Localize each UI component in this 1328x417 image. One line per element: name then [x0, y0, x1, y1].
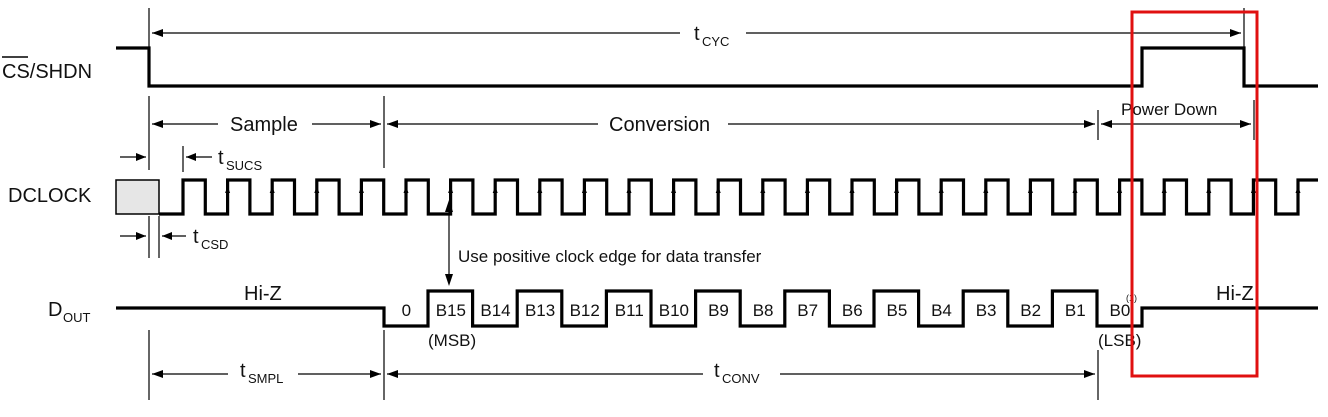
tsmpl-tconv-dimension: t SMPL t CONV — [148, 330, 1099, 400]
dout-bit-label: B6 — [842, 301, 863, 320]
rising-edge-arrow — [715, 186, 721, 193]
annotation-text: Use positive clock edge for data transfe… — [458, 247, 762, 266]
dout-bit-label: B3 — [976, 301, 997, 320]
rising-edge-arrow — [849, 186, 855, 193]
msb-note: (MSB) — [428, 331, 476, 350]
rising-edge-arrow — [938, 186, 944, 193]
tconv-label-sub: CONV — [722, 371, 760, 386]
powerdown-label: Power Down — [1121, 100, 1217, 119]
tconv-arrow-left — [387, 370, 398, 378]
rising-edge-arrow — [403, 186, 409, 193]
cs-shdn-text: CS/SHDN — [2, 61, 92, 83]
powerdown-arrow-right — [1240, 120, 1251, 128]
rising-edge-arrow — [1117, 186, 1123, 193]
tcsd-label-main: t — [193, 226, 199, 248]
rising-edge-arrow — [358, 186, 364, 193]
dout-bit-label: B2 — [1020, 301, 1041, 320]
dout-waveform — [116, 289, 1318, 328]
tcyc-label-sub: CYC — [702, 34, 729, 49]
dout-bit-label: B12 — [570, 301, 600, 320]
dout-bit-label: B13 — [525, 301, 555, 320]
rising-edge-arrow — [894, 186, 900, 193]
tsucs-label-main: t — [218, 147, 224, 169]
annotation-arrow-down — [445, 274, 453, 286]
sample-label: Sample — [230, 114, 298, 136]
tcyc-arrow-left — [152, 29, 163, 37]
tsmpl-arrow-right — [370, 370, 381, 378]
phase-arrows: Sample Conversion Power Down — [148, 96, 1255, 170]
rising-edge-arrow — [448, 186, 454, 193]
highlight-box — [1130, 10, 1259, 378]
dclock-indeterminate-region — [115, 179, 160, 215]
dout-label: D OUT — [48, 299, 91, 325]
dout-bit-label: B5 — [887, 301, 908, 320]
rising-edge-arrow — [1250, 186, 1256, 193]
tsmpl-arrow-left — [152, 370, 163, 378]
rising-edge-arrow — [1206, 186, 1212, 193]
tsucs-arrow-right — [186, 153, 196, 161]
dout-bit-label: B1 — [1065, 301, 1086, 320]
dout-bit-label: B11 — [615, 301, 644, 320]
powerdown-label-bg — [1110, 98, 1240, 116]
rising-edge-arrow — [983, 186, 989, 193]
cs-waveform — [116, 46, 1318, 88]
rising-edge-arrow — [760, 186, 766, 193]
dout-bit-label: B4 — [931, 301, 952, 320]
data-transfer-annotation: Use positive clock edge for data transfe… — [445, 200, 762, 286]
dout-label-main: D — [48, 299, 62, 321]
sample-arrow-left — [152, 120, 163, 128]
tcsd-dimension: t CSD — [120, 216, 228, 258]
tconv-arrow-right — [1084, 370, 1095, 378]
rising-edge-arrow — [492, 186, 498, 193]
tconv-label-main: t — [714, 360, 720, 382]
rising-edge-arrow — [626, 186, 632, 193]
rising-edge-arrow — [671, 186, 677, 193]
cs-label: CS/SHDN — [2, 56, 92, 83]
dout-bit-label: B9 — [708, 301, 729, 320]
rising-edge-arrow — [225, 186, 231, 193]
lsb-note: (LSB) — [1098, 331, 1141, 350]
dout-label-sub: OUT — [63, 310, 91, 325]
dout-hiz-left: Hi-Z — [244, 283, 282, 305]
tcsd-arrow-right — [162, 232, 172, 240]
dout-bit-label: B7 — [797, 301, 818, 320]
conversion-label: Conversion — [609, 114, 710, 136]
dout-bit-label: B10 — [659, 301, 689, 320]
dout-hiz-right: Hi-Z — [1216, 283, 1254, 305]
rising-edge-arrow — [537, 186, 543, 193]
tsucs-arrow-left — [136, 153, 146, 161]
tcyc-label-main: t — [694, 23, 700, 45]
conversion-arrow-left — [387, 120, 398, 128]
annotation-arrow-up — [445, 200, 453, 212]
tsucs-label-sub: SUCS — [226, 158, 262, 173]
rising-edge-arrow — [1027, 186, 1033, 193]
tsmpl-label-main: t — [240, 360, 246, 382]
dout-bit-label: B14 — [480, 301, 510, 320]
dout-bit-label: B8 — [753, 301, 774, 320]
tcyc-dimension: t CYC — [148, 8, 1245, 49]
rising-edge-arrow — [1161, 186, 1167, 193]
rising-edge-arrow — [269, 186, 275, 193]
rising-edge-arrow — [1072, 186, 1078, 193]
dout-bit-label: B15 — [436, 301, 466, 320]
tcyc-arrow-right — [1230, 29, 1241, 37]
tcsd-label-sub: CSD — [201, 237, 228, 252]
tsucs-dimension: t SUCS — [120, 146, 262, 173]
sample-arrow-right — [370, 120, 381, 128]
rising-edge-arrow — [314, 186, 320, 193]
tsmpl-label-sub: SMPL — [248, 371, 283, 386]
dout-bit-label: 0 — [402, 301, 411, 320]
tcsd-arrow-left — [136, 232, 146, 240]
rising-edge-arrow — [581, 186, 587, 193]
clock-edge-arrows — [225, 186, 1301, 193]
dout-bit-labels: 0 B15 B14 B13 B12 B11 B10 B9 B8 B7 B6 B5 B4 B3 B2 B1 B0 — [402, 301, 1131, 320]
rising-edge-arrow — [804, 186, 810, 193]
powerdown-arrow-left — [1101, 120, 1112, 128]
rising-edge-arrow — [1295, 186, 1301, 193]
dclock-label: DCLOCK — [8, 185, 92, 207]
dclock-waveform — [159, 178, 1318, 216]
conversion-arrow-right — [1084, 120, 1095, 128]
dout-bit-label: B0 — [1110, 301, 1131, 320]
